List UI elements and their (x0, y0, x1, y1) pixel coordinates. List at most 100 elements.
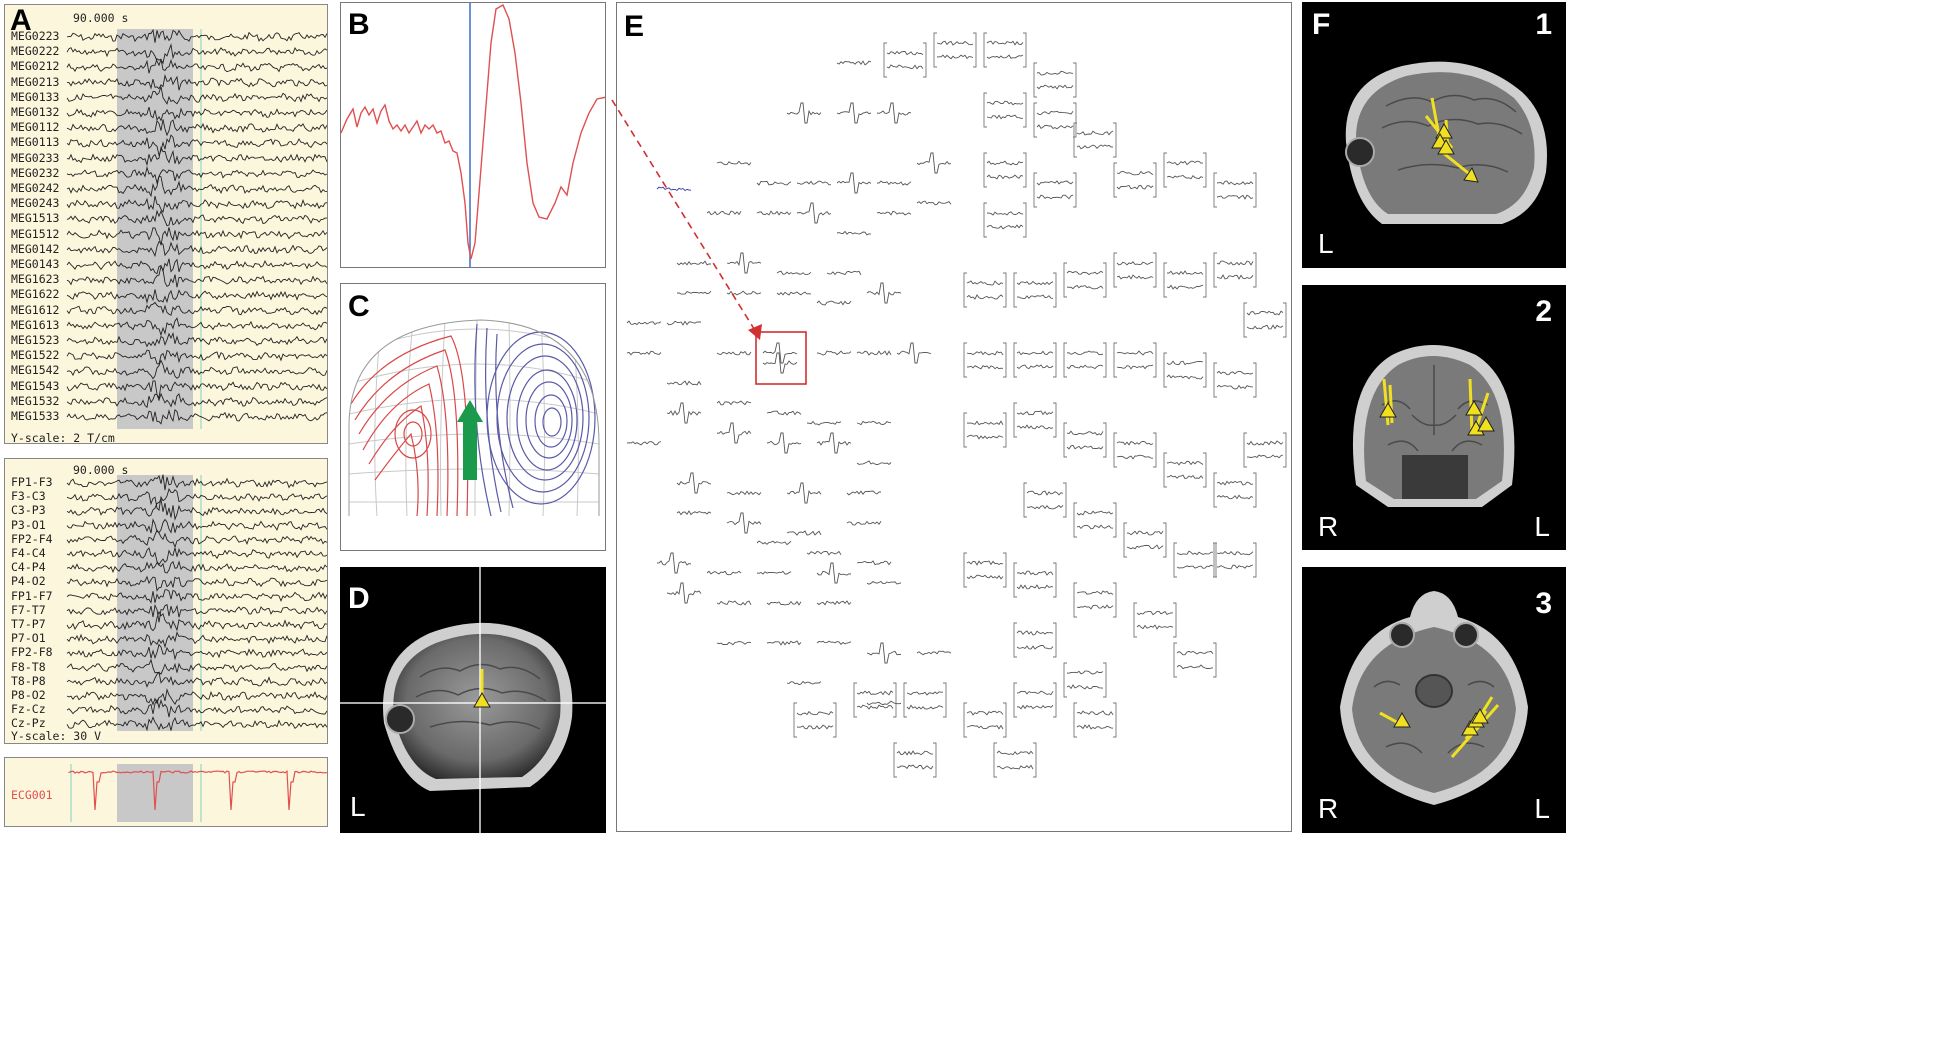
sensor-triplet (1213, 362, 1257, 398)
sensor-waveform (966, 574, 1004, 580)
sensor-waveform (1166, 474, 1204, 480)
channel-label: MEG0112 (11, 120, 60, 135)
sensor-waveform (1036, 110, 1074, 115)
sensor-triplet (1213, 542, 1257, 578)
sensor-waveform (966, 365, 1004, 370)
sensor-triplet (1013, 272, 1057, 308)
sensor-waveform (1076, 130, 1114, 136)
sensor-layout-panel (616, 2, 1292, 832)
sensor-waveform (1116, 170, 1154, 176)
channel-trace (66, 488, 327, 512)
channel-trace (66, 589, 327, 604)
sensor-waveform (986, 160, 1024, 166)
sensor-waveform (1166, 460, 1204, 466)
sensor-waveform (1036, 124, 1074, 130)
channel-trace (66, 301, 327, 316)
sensor-triplet (893, 742, 937, 778)
channel-trace (66, 331, 327, 348)
sensor-waveform (766, 432, 802, 454)
sensor-waveform (816, 640, 852, 645)
channel-trace (66, 610, 327, 632)
sensor-triplet (963, 412, 1007, 448)
sensor-waveform (726, 490, 762, 496)
sensor-waveform (1166, 270, 1204, 275)
sensor-waveform (626, 320, 662, 326)
sensor-waveform (856, 420, 892, 426)
sensor-waveform (966, 350, 1004, 356)
channel-label: MEG0142 (11, 241, 60, 256)
channel-trace (66, 575, 327, 592)
sensor-triplet (883, 42, 927, 78)
field-map-panel (340, 283, 606, 551)
sensor-waveform (1076, 144, 1114, 150)
sensor-waveform (796, 202, 832, 224)
channel-trace (66, 698, 327, 718)
channel-label: MEG0232 (11, 165, 60, 180)
channel-trace (66, 28, 327, 43)
sensor-waveform (726, 512, 762, 534)
channel-label: MEG1512 (11, 226, 60, 241)
sensor-triplet (1033, 62, 1077, 98)
channel-label: MEG1612 (11, 302, 60, 317)
sensor-waveform (656, 552, 692, 574)
channel-label: MEG1532 (11, 393, 60, 408)
sensor-waveform (776, 291, 812, 296)
sensor-waveform (966, 560, 1004, 566)
sensor-waveform (966, 724, 1004, 730)
sensor-triplet (983, 32, 1027, 68)
sensor-waveform (1116, 364, 1154, 370)
channel-trace (66, 408, 327, 425)
channel-label: MEG1543 (11, 378, 60, 393)
sensor-waveform (786, 680, 822, 686)
sensor-waveform (1076, 710, 1114, 716)
sensor-waveform (1076, 510, 1114, 516)
channel-trace (66, 671, 327, 688)
channel-trace (66, 518, 327, 534)
sensor-waveform (1036, 70, 1074, 76)
sensor-triplet (963, 702, 1007, 738)
sensor-waveform (1116, 454, 1154, 460)
channel-trace (66, 658, 327, 675)
sensor-waveform (676, 472, 712, 494)
sensor-waveform (716, 422, 752, 444)
sensor-waveform (666, 380, 702, 386)
channel-trace (66, 265, 327, 288)
field-map (348, 319, 600, 517)
panel-label-f: F (1312, 8, 1331, 41)
sensor-triplet (1123, 522, 1167, 558)
sensor-triplet (903, 682, 947, 718)
ecg-waveform (68, 770, 327, 811)
sensor-triplet (1013, 562, 1057, 598)
mri-f2-orientation-right: L (1534, 511, 1550, 542)
channel-label: C3-P3 (11, 503, 46, 518)
channel-label: P7-O1 (11, 631, 46, 646)
sensor-waveform (786, 102, 822, 124)
sensor-waveform (626, 350, 662, 356)
channel-label: MEG1622 (11, 287, 60, 302)
channel-label: F8-T8 (11, 659, 46, 674)
sensor-waveform (1016, 350, 1054, 356)
sensor-triplet (1113, 252, 1157, 288)
sensor-waveform (756, 180, 792, 186)
sensor-waveform (816, 562, 852, 584)
sensor-waveform (1016, 410, 1054, 416)
sensor-triplet (1073, 582, 1117, 618)
channel-label: T7-P7 (11, 617, 46, 631)
sensor-waveform (1066, 670, 1104, 675)
sensor-triplet (1213, 252, 1257, 288)
sensor-waveform (986, 224, 1024, 230)
sensor-waveform (1216, 480, 1254, 486)
sensor-waveform (966, 420, 1004, 426)
sensor-triplet (1163, 262, 1207, 298)
sensor-waveform (1036, 84, 1074, 90)
channel-trace (66, 547, 327, 566)
channel-trace (66, 643, 327, 661)
sensor-triplet (1163, 452, 1207, 488)
sensor-waveform (986, 40, 1024, 46)
sensor-waveform (756, 540, 792, 546)
sensor-waveform (836, 172, 872, 194)
mri-sagittal-f1 (1345, 61, 1547, 224)
mri-f1-orientation: L (1318, 228, 1334, 259)
sensor-waveform (856, 350, 892, 356)
sensor-waveform (846, 520, 882, 526)
